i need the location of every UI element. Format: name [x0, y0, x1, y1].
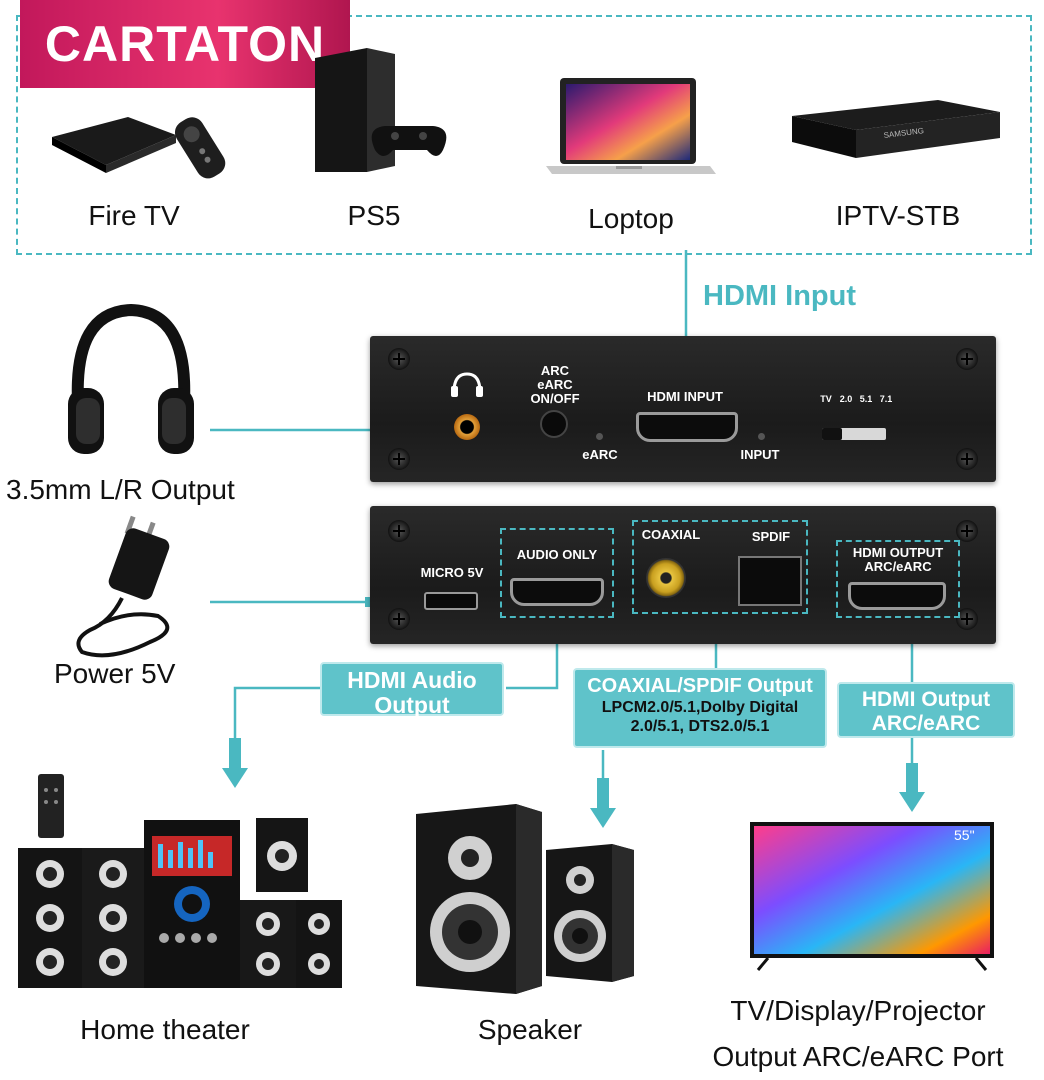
- earc-led: [596, 433, 603, 440]
- laptop-icon: [546, 78, 716, 174]
- mode-label-7-1: 7.1: [879, 394, 893, 404]
- screw-icon: [956, 348, 978, 370]
- home-theater-icon: [18, 774, 342, 988]
- screw-icon: [956, 448, 978, 470]
- mode-label-5-1: 5.1: [859, 394, 873, 404]
- mode-slider-knob[interactable]: [822, 428, 842, 440]
- source-label-fire-tv: Fire TV: [88, 200, 180, 231]
- audio-only-label: AUDIO ONLY: [516, 547, 598, 562]
- tv-display-label: TV/Display/Projector Output ARC/eARC Por…: [712, 995, 1004, 1072]
- coaxial-spdif-group: COAXIAL SPDIF: [632, 520, 808, 614]
- home-theater-label: Home theater: [80, 1014, 250, 1045]
- coaxial-output-title: COAXIAL/SPDIF Output: [587, 675, 813, 697]
- headphone-output-label: 3.5mm L/R Output: [6, 474, 235, 505]
- speaker-icon: [416, 804, 634, 994]
- headphone-jack-icon: [451, 372, 483, 397]
- micro-usb-label: MICRO 5V: [420, 565, 484, 580]
- source-label-iptv-stb: IPTV-STB: [835, 200, 961, 231]
- hdmi-input-port-label: HDMI INPUT: [647, 389, 723, 404]
- screw-icon: [388, 608, 410, 630]
- coaxial-output-detail: LPCM2.0/5.1,Dolby Digital 2.0/5.1, DTS2.…: [601, 699, 799, 735]
- screw-icon: [956, 520, 978, 542]
- iptv-stb-icon: SAMSUNG: [792, 100, 1000, 158]
- coaxial-label: COAXIAL: [641, 527, 701, 542]
- screw-icon: [956, 608, 978, 630]
- arc-switch-label: ARC eARC ON/OFF: [530, 363, 580, 406]
- hdmi-output-port[interactable]: [848, 582, 946, 610]
- power-adapter-icon: [76, 515, 170, 658]
- input-led: [758, 433, 765, 440]
- hdmi-output-label: HDMI OUTPUT ARC/eARC: [852, 545, 944, 574]
- audio-only-group: AUDIO ONLY: [500, 528, 614, 618]
- headphone-jack[interactable]: [454, 414, 480, 440]
- fire-tv-icon: [52, 117, 226, 179]
- source-devices-box: [16, 15, 1032, 255]
- ps5-icon: [315, 48, 447, 172]
- hdmi-output-arc-box: HDMI Output ARC/eARC: [837, 682, 1015, 738]
- coaxial-spdif-output-box: COAXIAL/SPDIF Output LPCM2.0/5.1,Dolby D…: [573, 668, 827, 748]
- screw-icon: [388, 448, 410, 470]
- spdif-optical-port[interactable]: [738, 556, 802, 606]
- screw-icon: [388, 348, 410, 370]
- mode-selector[interactable]: TV 2.0 5.1 7.1: [818, 392, 894, 442]
- tv-size-text: 55": [954, 827, 975, 843]
- mode-label-tv: TV: [820, 394, 832, 404]
- micro-usb-port[interactable]: [424, 592, 478, 610]
- hdmi-audio-output-box: HDMI Audio Output: [320, 662, 504, 718]
- audio-only-hdmi-port[interactable]: [510, 578, 604, 606]
- speaker-label: Speaker: [477, 1014, 583, 1045]
- source-label-laptop: Loptop: [588, 203, 674, 234]
- screw-icon: [388, 520, 410, 542]
- hdmi-output-group: HDMI OUTPUT ARC/eARC: [836, 540, 960, 618]
- back-panel: MICRO 5V AUDIO ONLY COAXIAL SPDIF HDMI O…: [370, 506, 996, 644]
- spdif-label: SPDIF: [751, 529, 791, 544]
- mode-label-2-0: 2.0: [839, 394, 853, 404]
- source-label-ps5: PS5: [347, 200, 401, 231]
- front-panel: ARC eARC ON/OFF eARC HDMI INPUT INPUT TV…: [370, 336, 996, 482]
- coaxial-port[interactable]: [646, 558, 686, 598]
- brand-logo: CARTATON: [20, 0, 350, 88]
- tv-icon: 55": [750, 822, 994, 971]
- earc-led-label: eARC: [582, 447, 618, 462]
- input-led-label: INPUT: [740, 447, 780, 462]
- arc-toggle-button[interactable]: [540, 410, 568, 438]
- headphones-icon: [68, 303, 194, 454]
- hdmi-input-caption: HDMI Input: [703, 280, 857, 312]
- power-label: Power 5V: [54, 658, 176, 689]
- hdmi-input-port[interactable]: [636, 412, 738, 442]
